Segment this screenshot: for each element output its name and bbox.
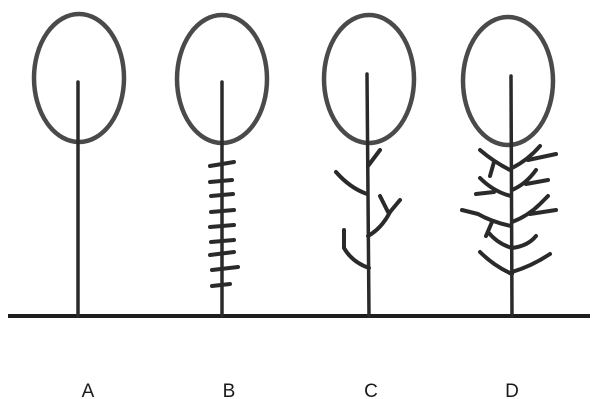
tree-b-stub <box>210 180 232 182</box>
tree-b-stub <box>210 252 234 255</box>
tree-c-branch <box>380 196 388 212</box>
tree-d-crown <box>463 17 553 145</box>
tree-b <box>177 15 267 316</box>
label-b: B <box>223 381 236 399</box>
tree-d-branch <box>512 254 550 272</box>
tree-c-branch <box>368 150 380 166</box>
tree-d-branch <box>480 252 512 274</box>
tree-d-branch <box>480 150 510 170</box>
tree-c-branch <box>368 212 390 236</box>
tree-d-branch <box>462 210 511 226</box>
tree-b-stub <box>211 210 234 212</box>
tree-d-branch <box>512 196 548 222</box>
label-a: A <box>82 381 95 399</box>
label-c: C <box>364 381 378 399</box>
tree-b-stub <box>210 225 234 227</box>
tree-b-stub <box>212 267 238 270</box>
tree-b-stub <box>211 194 233 196</box>
label-d: D <box>505 381 519 399</box>
tree-d-branch <box>490 162 494 176</box>
tree-d <box>462 17 556 316</box>
tree-b-stub <box>211 240 234 242</box>
tree-c <box>324 15 414 316</box>
tree-d-branch <box>476 192 494 194</box>
tree-c-branch <box>390 200 400 212</box>
tree-d-branch <box>512 170 536 190</box>
tree-d-branch <box>488 232 512 248</box>
tree-b-stub <box>210 162 234 166</box>
tree-c-branch <box>344 230 369 268</box>
tree-c-branch <box>336 172 367 194</box>
tree-d-branch <box>512 236 536 248</box>
tree-a <box>34 14 124 316</box>
tree-b-stub <box>212 284 230 286</box>
tree-d-branches <box>462 146 556 274</box>
tree-b-stubs <box>210 162 238 286</box>
